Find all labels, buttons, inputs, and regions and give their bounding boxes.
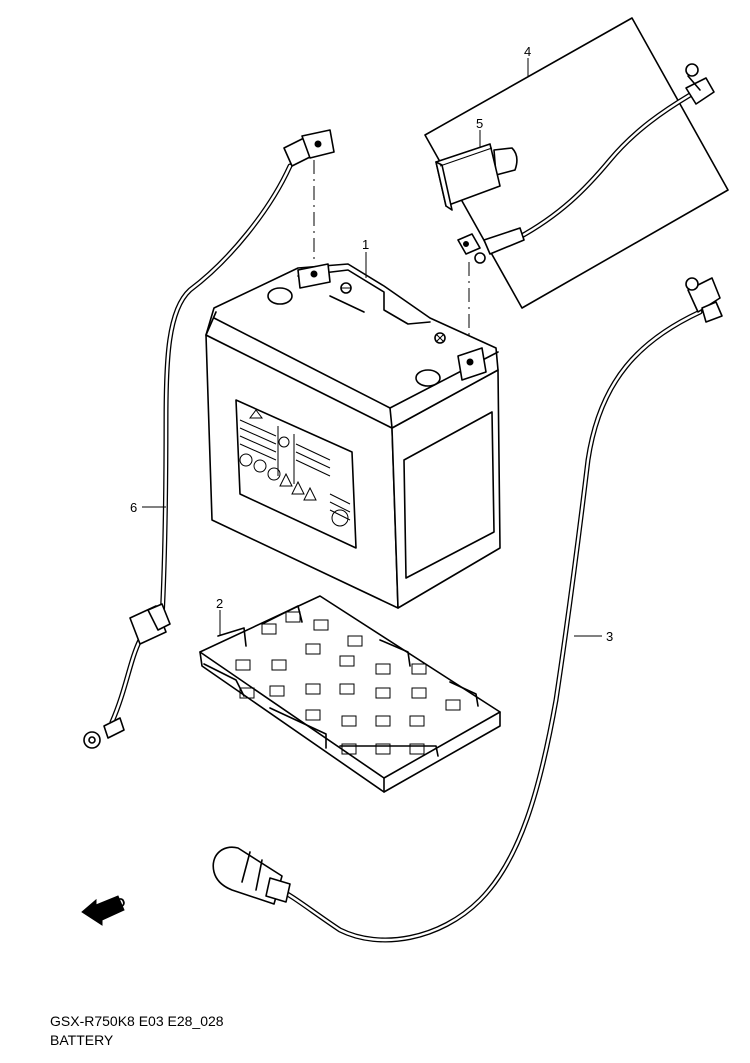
callout-1-number: 1 — [362, 237, 369, 252]
negative-lead-cable — [83, 129, 335, 749]
callout-4: 4 — [524, 44, 531, 76]
diagram-code: GSX-R750K8 E03 E28_028 — [50, 1013, 224, 1029]
diagram-title: BATTERY — [50, 1032, 114, 1048]
battery — [205, 263, 501, 609]
callout-4-number: 4 — [524, 44, 531, 59]
callout-3-number: 3 — [606, 629, 613, 644]
callout-3: 3 — [574, 629, 613, 644]
callout-2-number: 2 — [216, 596, 223, 611]
callout-5-number: 5 — [476, 116, 483, 131]
forward-arrow-icon: FWD — [81, 894, 128, 926]
callout-5: 5 — [476, 116, 483, 148]
callout-6: 6 — [130, 500, 166, 515]
callout-1: 1 — [362, 237, 369, 278]
callout-6-number: 6 — [130, 500, 137, 515]
starter-cable — [212, 277, 723, 943]
battery-tray — [199, 595, 501, 793]
positive-lead-cable — [457, 63, 715, 264]
callout-2: 2 — [216, 596, 223, 636]
terminal-cap — [435, 143, 518, 211]
